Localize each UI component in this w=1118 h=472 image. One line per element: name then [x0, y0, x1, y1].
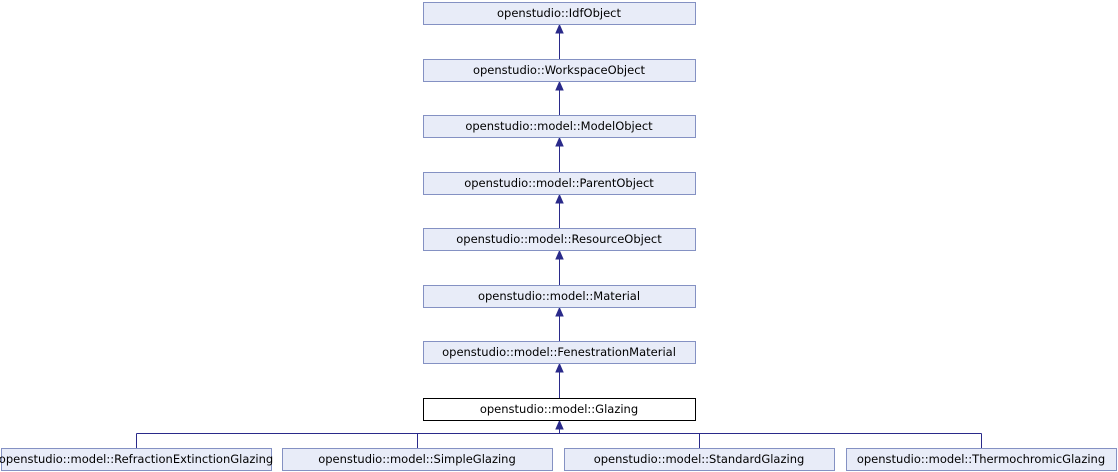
class-node-resource-object[interactable]: openstudio::model::ResourceObject	[423, 228, 696, 251]
class-node-label: openstudio::model::ParentObject	[464, 176, 654, 190]
class-node-box	[423, 172, 696, 195]
class-node-box	[423, 59, 696, 82]
inheritance-arrowhead	[555, 249, 564, 260]
class-node-box	[423, 341, 696, 364]
class-node-box	[423, 398, 696, 421]
class-node-box	[846, 448, 1117, 471]
class-node-label: openstudio::IdfObject	[497, 6, 621, 20]
class-node-label: openstudio::model::RefractionExtinctionG…	[0, 452, 273, 466]
inheritance-arrowhead	[555, 362, 564, 373]
class-node-label: openstudio::model::StandardGlazing	[594, 452, 805, 466]
class-node-model-object[interactable]: openstudio::model::ModelObject	[423, 115, 696, 138]
inheritance-arrowhead	[555, 419, 564, 430]
class-node-label: openstudio::model::SimpleGlazing	[318, 452, 516, 466]
class-node-workspace-object[interactable]: openstudio::WorkspaceObject	[423, 59, 696, 82]
inheritance-arrowhead	[555, 136, 564, 147]
inheritance-arrowhead	[555, 306, 564, 317]
class-node-label: openstudio::WorkspaceObject	[473, 63, 646, 77]
class-node-label: openstudio::model::FenestrationMaterial	[442, 345, 676, 359]
class-node-idf-object[interactable]: openstudio::IdfObject	[423, 2, 696, 25]
class-node-box	[423, 228, 696, 251]
class-node-material[interactable]: openstudio::model::Material	[423, 285, 696, 308]
class-node-label: openstudio::model::ModelObject	[465, 119, 653, 133]
class-node-box	[423, 115, 696, 138]
class-node-label: openstudio::model::Glazing	[480, 402, 638, 416]
class-node-refraction-extinction-glazing[interactable]: openstudio::model::RefractionExtinctionG…	[0, 448, 273, 471]
class-node-box	[282, 448, 553, 471]
class-node-box	[1, 448, 272, 471]
class-node-standard-glazing[interactable]: openstudio::model::StandardGlazing	[564, 448, 835, 471]
class-node-label: openstudio::model::ResourceObject	[456, 232, 662, 246]
class-node-label: openstudio::model::Material	[478, 289, 640, 303]
inheritance-arrowhead	[555, 193, 564, 204]
inheritance-arrowhead	[555, 80, 564, 91]
class-node-fenestration-material[interactable]: openstudio::model::FenestrationMaterial	[423, 341, 696, 364]
class-node-label: openstudio::model::ThermochromicGlazing	[857, 452, 1105, 466]
class-node-simple-glazing[interactable]: openstudio::model::SimpleGlazing	[282, 448, 553, 471]
inheritance-arrowhead	[555, 23, 564, 34]
class-node-box	[423, 2, 696, 25]
edges	[136, 23, 982, 448]
class-node-box	[423, 285, 696, 308]
class-node-glazing[interactable]: openstudio::model::Glazing	[423, 398, 696, 421]
class-node-box	[564, 448, 835, 471]
class-node-parent-object[interactable]: openstudio::model::ParentObject	[423, 172, 696, 195]
class-node-thermochromic-glazing[interactable]: openstudio::model::ThermochromicGlazing	[846, 448, 1117, 471]
